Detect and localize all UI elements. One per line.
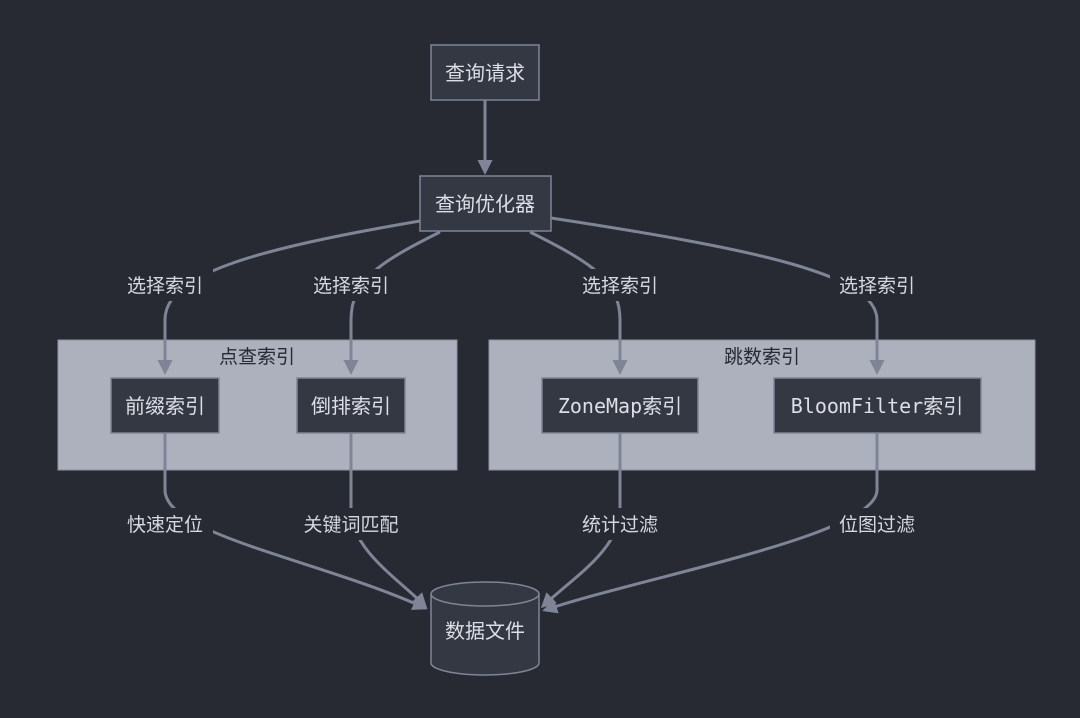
edge-optimizer-to-prefix [157,219,421,375]
node-query-request-label: 查询请求 [445,61,525,85]
node-query-optimizer-label: 查询优化器 [435,192,535,216]
cluster-point-lookup-label: 点查索引 [219,346,295,368]
node-data-file[interactable]: 数据文件 [430,581,540,676]
edge-label-bitmap-filter: 位图过滤 [839,514,915,536]
node-query-request[interactable]: 查询请求 [430,44,540,101]
edge-bloomfilter-to-datafile [542,433,879,614]
node-bloomfilter-index-label: BloomFilter索引 [791,394,963,418]
node-zonemap-index-label: ZoneMap索引 [558,394,682,418]
edge-label-select-index: 选择索引 [127,275,203,297]
node-prefix-index[interactable]: 前缀索引 [110,377,220,434]
node-inverted-index[interactable]: 倒排索引 [296,377,406,434]
node-prefix-index-label: 前缀索引 [125,394,205,418]
node-inverted-index-label: 倒排索引 [311,394,391,418]
edge-label-keyword-match: 关键词匹配 [303,514,398,536]
edge-prefix-to-datafile [163,433,428,610]
node-data-file-label: 数据文件 [445,619,525,643]
edge-label-stat-filter: 统计过滤 [582,514,658,536]
edge-label-fast-locate: 快速定位 [127,514,203,536]
node-zonemap-index[interactable]: ZoneMap索引 [541,377,699,434]
edge-label-select-index: 选择索引 [839,275,915,297]
cluster-skip-index-label: 跳数索引 [724,346,800,368]
node-query-optimizer[interactable]: 查询优化器 [419,175,552,232]
edge-optimizer-to-bloomfilter [550,216,885,375]
edge-label-select-index: 选择索引 [582,275,658,297]
cylinder-body [430,594,540,676]
edge-label-select-index: 选择索引 [313,275,389,297]
node-bloomfilter-index[interactable]: BloomFilter索引 [773,377,982,434]
cylinder-top [430,581,540,607]
